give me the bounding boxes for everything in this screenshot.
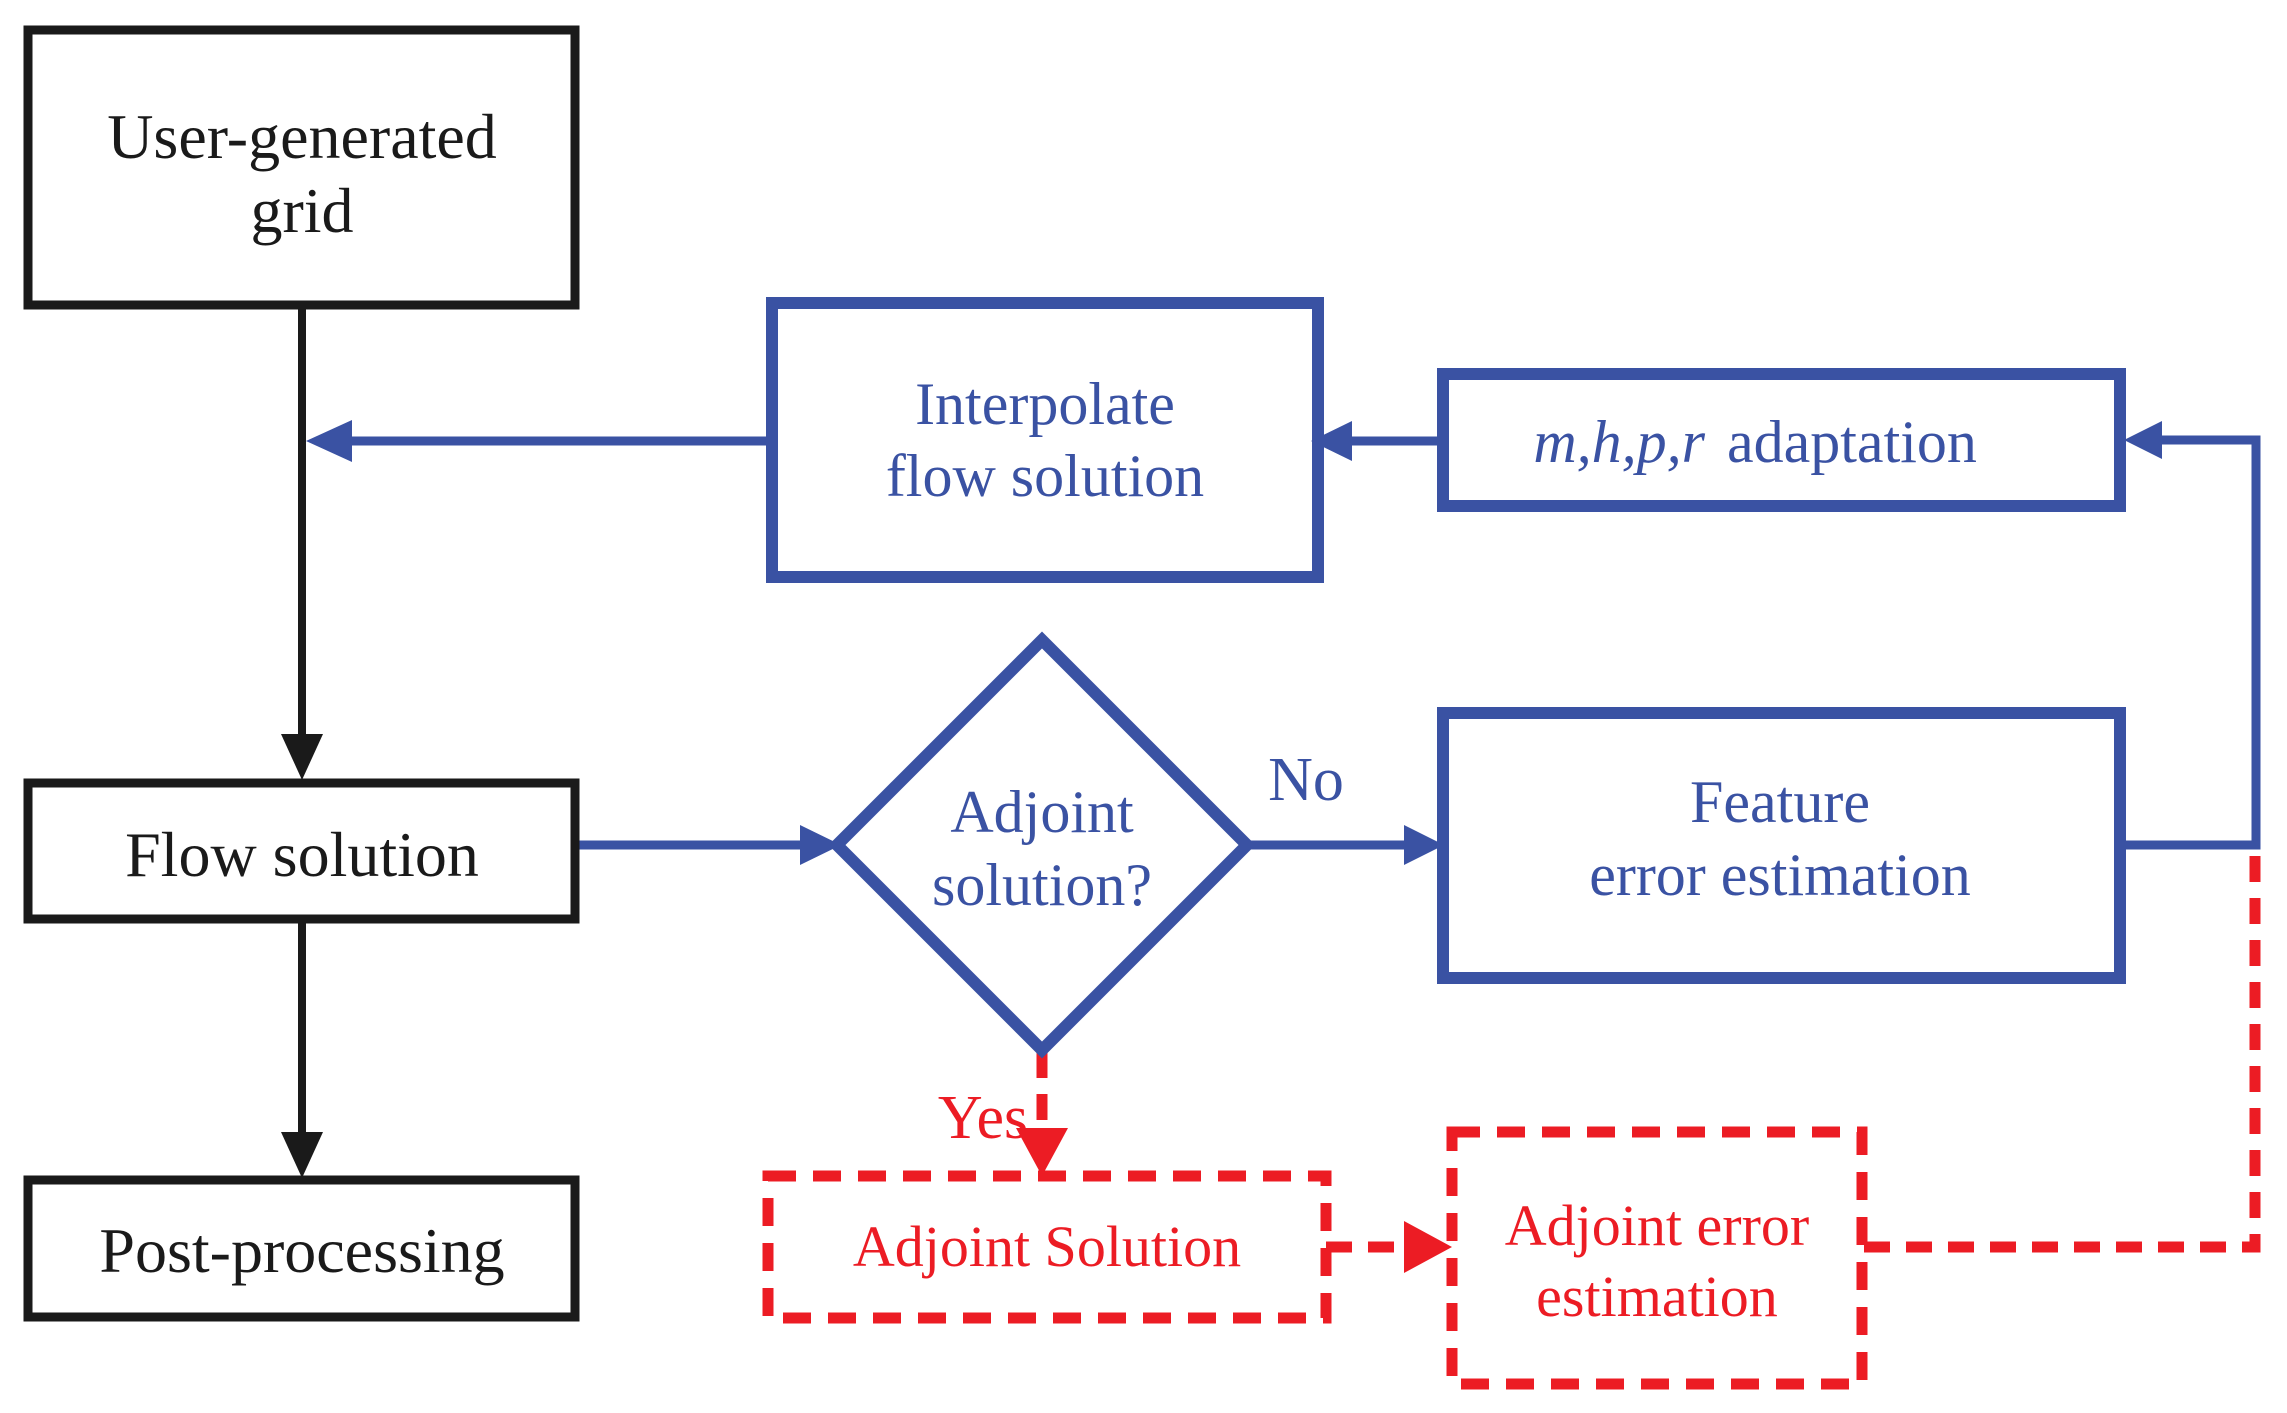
edge-flow-to-post — [281, 919, 323, 1178]
dashed-box — [1446, 1126, 1868, 1390]
node-label-line2: flow solution — [886, 443, 1204, 509]
edge-adjoint-error-to-loop — [1864, 852, 2261, 1253]
process-box — [23, 778, 580, 924]
arrowhead-left-icon — [1311, 421, 1352, 461]
connector-line — [1864, 852, 2261, 1253]
node-label-line2: estimation — [1536, 1264, 1778, 1329]
process-box — [23, 25, 580, 310]
arrowhead-left-icon — [2124, 421, 2162, 459]
decision-diamond — [828, 631, 1256, 1059]
edge-flow-to-decision — [575, 825, 841, 865]
node-label: Flow solution — [125, 819, 479, 890]
node-label-line2: solution? — [932, 852, 1152, 918]
node-label-word: adaptation — [1727, 409, 1977, 475]
edge-adaptation-to-interpolate — [1311, 421, 1443, 461]
node-label: Post-processing — [99, 1215, 504, 1286]
arrowhead-left-icon — [306, 420, 352, 462]
arrowhead-right-icon — [800, 825, 841, 865]
node-feature-error-estimation: Feature error estimation — [1437, 707, 2126, 984]
node-adjoint-solution: Adjoint Solution — [762, 1170, 1332, 1324]
node-label-line1: User-generated — [107, 101, 497, 172]
process-box — [766, 297, 1324, 583]
node-label-line1: Interpolate — [915, 371, 1175, 437]
edge-adjoint-solution-to-adjoint-error — [1326, 1221, 1452, 1273]
node-label-math: m,h,p,r — [1533, 409, 1705, 475]
arrowhead-down-icon — [281, 734, 323, 780]
node-label-line1: Adjoint — [950, 779, 1134, 845]
arrowhead-right-icon — [1404, 1221, 1452, 1273]
connector-line — [2120, 435, 2261, 850]
node-adjoint-error-estimation: Adjoint error estimation — [1446, 1126, 1868, 1390]
node-user-generated-grid: User-generated grid — [23, 25, 580, 310]
process-box — [1437, 707, 2126, 984]
edge-interpolate-to-grid-line — [306, 420, 772, 462]
node-label-line1: Adjoint error — [1505, 1193, 1809, 1258]
edge-feature-to-adaptation-loop — [2120, 421, 2261, 850]
edge-decision-no-to-feature — [1247, 825, 1444, 865]
node-label-line2: grid — [250, 175, 353, 246]
process-box — [23, 1175, 580, 1322]
edge-label-no: No — [1268, 746, 1344, 814]
node-label: Adjoint Solution — [853, 1214, 1241, 1279]
node-interpolate-flow-solution: Interpolate flow solution — [766, 297, 1324, 583]
node-post-processing: Post-processing — [23, 1175, 580, 1322]
node-label-line2: error estimation — [1589, 842, 1971, 908]
node-adjoint-solution-decision: Adjoint solution? — [828, 631, 1256, 1059]
node-label-line1: Feature — [1690, 769, 1870, 835]
dashed-box — [762, 1170, 1332, 1324]
node-flow-solution: Flow solution — [23, 778, 580, 924]
arrowhead-down-icon — [281, 1132, 323, 1178]
process-box — [1437, 368, 2126, 512]
edge-decision-yes-to-adjoint-solution — [1016, 1052, 1068, 1176]
node-mhpr-adaptation: m,h,p,r adaptation — [1437, 368, 2126, 512]
edge-label-yes: Yes — [938, 1084, 1028, 1152]
edge-grid-to-flow — [281, 305, 323, 780]
arrowhead-right-icon — [1404, 825, 1444, 865]
arrowhead-down-icon — [1016, 1128, 1068, 1176]
